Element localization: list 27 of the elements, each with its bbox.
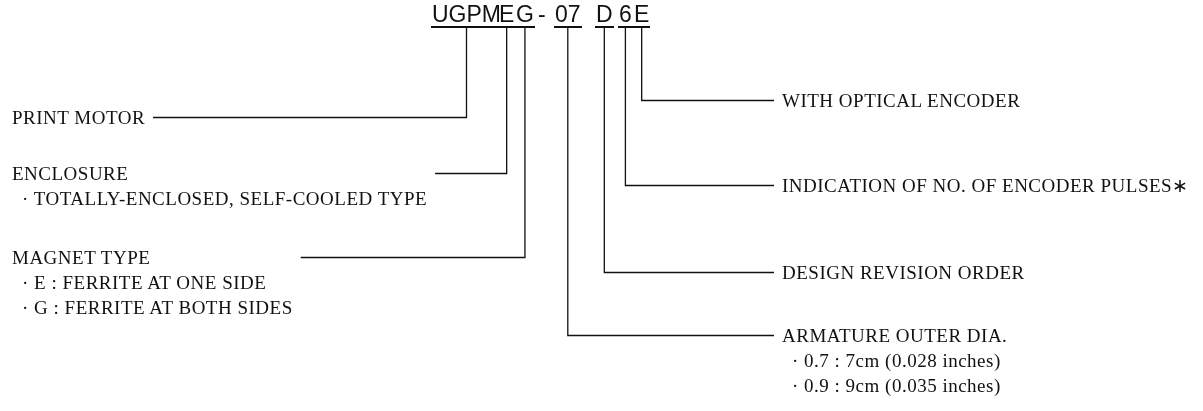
description-item: · G : FERRITE AT BOTH SIDES	[21, 296, 293, 320]
description-heading: MAGNET TYPE	[12, 246, 152, 270]
description-item: · E : FERRITE AT ONE SIDE	[21, 271, 268, 295]
code-segment: E	[633, 2, 651, 28]
description-item: · TOTALLY-ENCLOSED, SELF-COOLED TYPE	[21, 187, 428, 211]
leader-line	[300, 27, 526, 259]
description-heading: DESIGN REVISION ORDER	[782, 261, 1025, 285]
description-heading: PRINT MOTOR	[12, 106, 146, 130]
leader-line	[567, 27, 775, 337]
code-segment: 07	[554, 2, 582, 28]
description-heading: ENCLOSURE	[12, 162, 130, 186]
leader-line	[603, 27, 775, 274]
code-segment: D	[595, 2, 614, 28]
description-item: · 0.7 : 7cm (0.028 inches)	[791, 349, 1002, 373]
code-separator: -	[538, 2, 546, 26]
description-item: · 0.9 : 9cm (0.035 inches)	[791, 374, 1002, 398]
code-segment: G	[515, 2, 535, 28]
leader-line	[434, 27, 508, 175]
leader-line	[624, 27, 775, 187]
description-heading: ARMATURE OUTER DIA.	[782, 324, 1008, 348]
code-segment: UGPM	[431, 2, 502, 28]
code-segment: 6	[618, 2, 633, 28]
description-heading: INDICATION OF NO. OF ENCODER PULSES∗	[782, 174, 1189, 198]
leader-line	[641, 27, 775, 102]
leader-line	[152, 27, 468, 119]
description-heading: WITH OPTICAL ENCODER	[782, 89, 1021, 113]
code-segment: E	[498, 2, 516, 28]
